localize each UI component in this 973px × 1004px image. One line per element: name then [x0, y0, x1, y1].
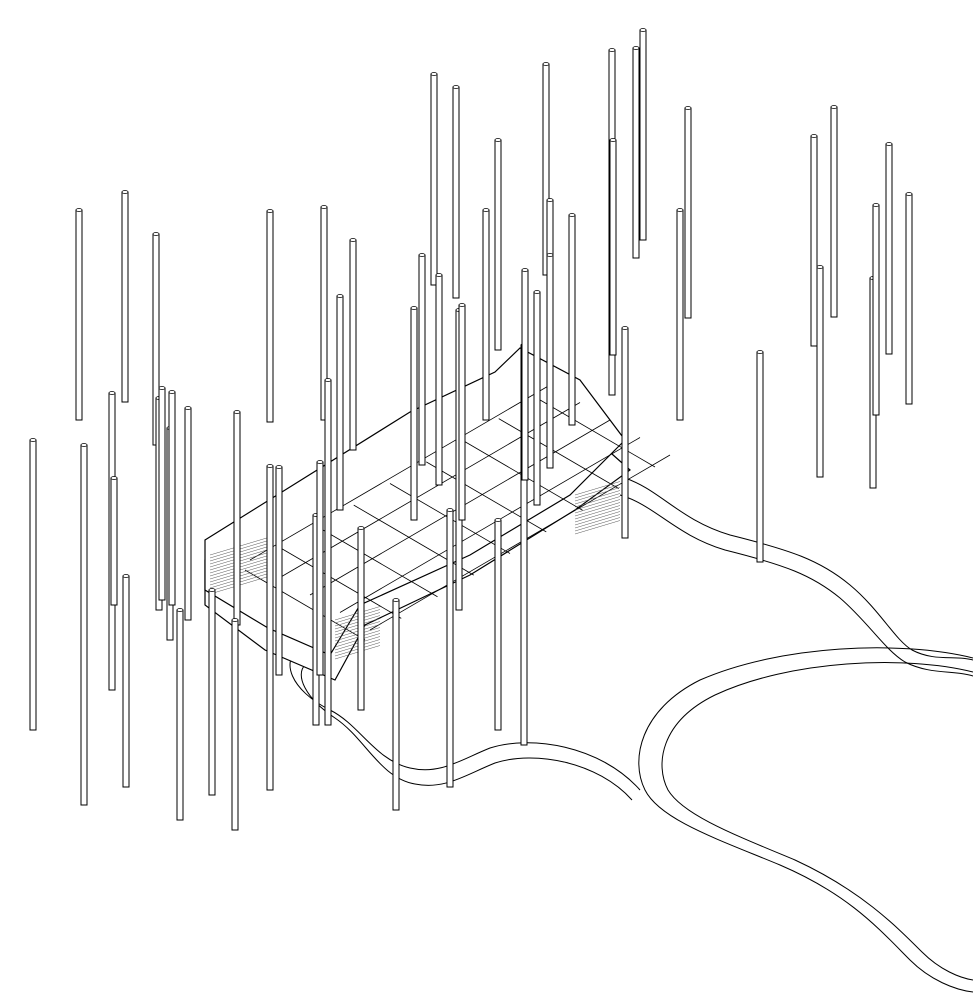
column	[110, 476, 118, 606]
hatch-line	[574, 505, 621, 520]
beam	[317, 526, 438, 598]
column	[122, 574, 130, 788]
column	[494, 138, 502, 351]
column	[639, 28, 647, 241]
hatch-line	[574, 517, 621, 532]
column	[392, 598, 400, 811]
column	[336, 294, 344, 511]
column	[885, 142, 893, 355]
column	[266, 464, 274, 791]
hatch-line	[574, 484, 621, 499]
column	[810, 134, 818, 347]
hatch-line	[574, 520, 621, 535]
hatch-line	[574, 514, 621, 529]
column	[320, 205, 328, 421]
column	[233, 410, 241, 626]
hatch-line	[574, 499, 621, 514]
column	[546, 253, 554, 469]
column	[184, 406, 192, 621]
column	[458, 303, 466, 521]
column	[494, 518, 502, 731]
column	[830, 105, 838, 318]
column	[410, 306, 418, 521]
column	[430, 72, 438, 286]
column	[905, 192, 913, 405]
hatch-line	[574, 496, 621, 511]
hatch-line	[574, 508, 621, 523]
beam	[281, 548, 402, 619]
hatch-line	[574, 487, 621, 502]
beam	[244, 569, 366, 641]
column	[316, 460, 324, 676]
column	[29, 438, 37, 731]
landscape-paths	[289, 477, 973, 993]
column	[533, 290, 541, 506]
path-inner-right	[619, 494, 973, 677]
beam	[534, 396, 656, 468]
column	[266, 209, 274, 423]
column	[568, 213, 576, 426]
column	[542, 62, 550, 276]
hatch-line	[574, 481, 621, 496]
beam	[353, 504, 474, 576]
hatch-line	[574, 502, 621, 517]
path-outer-right	[624, 477, 973, 661]
column	[176, 608, 184, 821]
column	[168, 390, 176, 606]
beam	[339, 437, 641, 613]
column	[609, 138, 617, 356]
column	[275, 465, 283, 676]
column	[121, 190, 129, 403]
column	[231, 618, 239, 831]
column	[446, 508, 454, 788]
column	[80, 443, 88, 806]
column	[324, 378, 332, 726]
beam	[249, 384, 551, 561]
beam	[369, 454, 671, 631]
column	[816, 265, 824, 478]
column	[418, 253, 426, 466]
column	[158, 386, 166, 601]
hatch-line	[574, 511, 621, 526]
column	[75, 208, 83, 421]
column	[208, 588, 216, 796]
column	[756, 350, 764, 563]
column	[684, 106, 692, 319]
columns	[29, 28, 913, 831]
column	[349, 238, 357, 451]
column	[521, 268, 529, 481]
lake-inner	[661, 662, 973, 981]
column	[676, 208, 684, 421]
beam	[498, 418, 619, 489]
lake-outer	[638, 647, 973, 993]
column	[435, 273, 443, 486]
column	[872, 203, 880, 416]
hatch-line	[574, 493, 621, 508]
column	[621, 326, 629, 539]
column	[482, 208, 490, 421]
column	[452, 85, 460, 299]
column	[357, 526, 365, 711]
path-left-outer	[289, 647, 641, 791]
column	[632, 46, 640, 259]
hatch-line	[574, 490, 621, 505]
path-left-inner	[300, 664, 633, 801]
